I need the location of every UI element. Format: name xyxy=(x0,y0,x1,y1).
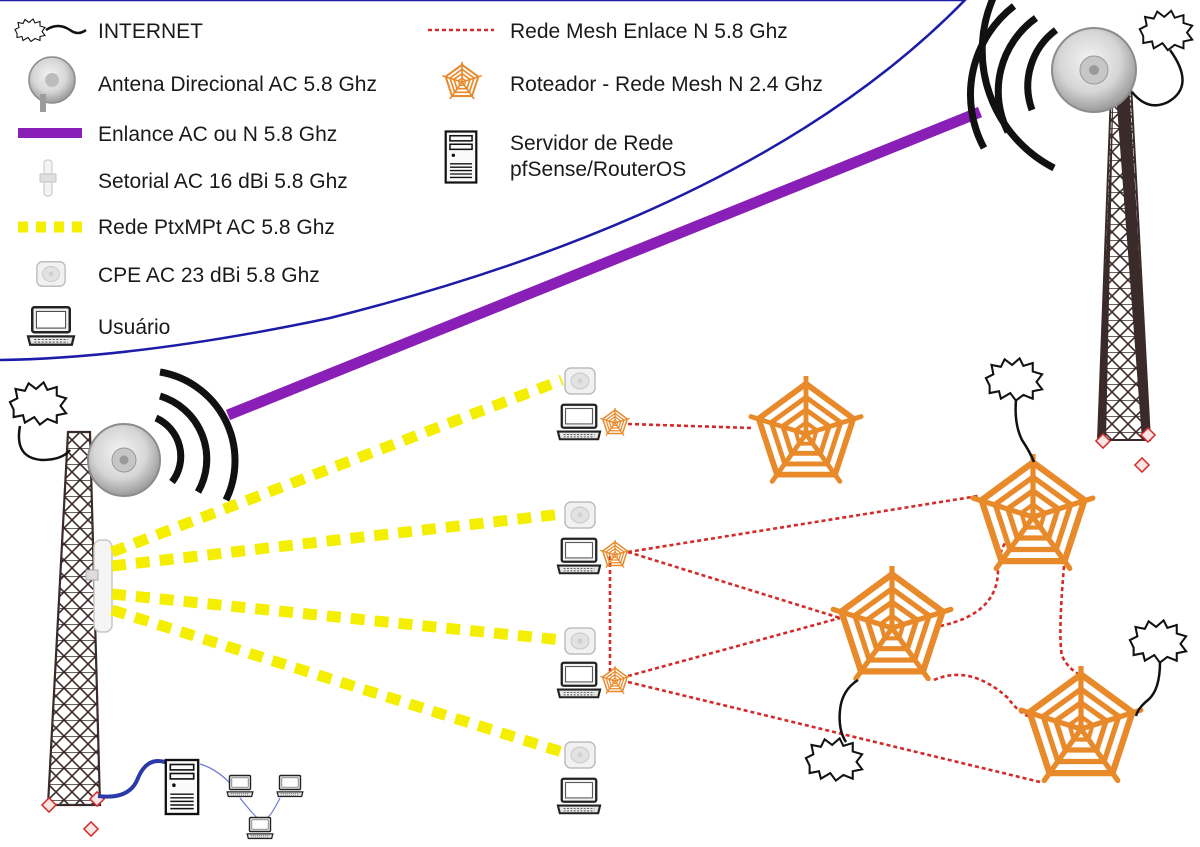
right-tower xyxy=(1094,65,1157,474)
mini-mesh-router-icon xyxy=(600,408,630,436)
mesh-router-top xyxy=(751,376,861,481)
right-signal-waves xyxy=(967,0,1059,172)
legend-cpe-icon xyxy=(36,261,66,287)
cpe-icon xyxy=(564,741,596,769)
legend-label-server: Servidor de Rede xyxy=(510,132,673,155)
legend-sector-antenna-icon xyxy=(39,159,57,197)
mesh-internet-cloud-right xyxy=(1128,619,1188,717)
client-station-3 xyxy=(556,627,630,699)
lan-cables xyxy=(199,763,281,819)
legend-directional-antenna-icon xyxy=(28,56,76,112)
legend-label-directional-antenna: Antena Direcional AC 5.8 Ghz xyxy=(98,73,377,96)
legend-label-cpe: CPE AC 23 dBi 5.8 Ghz xyxy=(98,264,320,287)
right-tower-internet-icon xyxy=(1131,9,1194,107)
tower-to-server-cable xyxy=(97,759,171,799)
left-tower-internet-icon xyxy=(8,381,71,462)
legend-label-internet: INTERNET xyxy=(98,20,203,43)
laptop-icon xyxy=(556,403,602,441)
right-tower-dish-antenna-icon xyxy=(1051,27,1137,113)
lan-laptop-icon xyxy=(226,774,254,798)
ptmp-link-1 xyxy=(110,374,564,558)
mini-mesh-router-icon xyxy=(600,540,630,568)
cpe-icon xyxy=(564,501,596,529)
server-icon xyxy=(164,758,200,816)
laptop-icon xyxy=(556,661,602,699)
laptop-icon xyxy=(556,777,602,815)
legend-label-mesh-router: Roteador - Rede Mesh N 2.4 Ghz xyxy=(510,73,823,96)
laptop-icon xyxy=(556,537,602,575)
mesh-internet-cloud-top xyxy=(984,357,1044,463)
legend-label-user: Usuário xyxy=(98,316,170,339)
legend-label-server-os: pfSense/RouterOS xyxy=(510,158,686,181)
cpe-icon xyxy=(564,627,596,655)
cpe-icon xyxy=(564,367,596,395)
mesh-router-middle xyxy=(833,566,951,679)
backhaul-link xyxy=(225,106,983,421)
legend-internet-icon xyxy=(14,18,87,42)
mesh-links xyxy=(608,422,1085,784)
lan-laptop-icon xyxy=(246,816,274,840)
legend-label-ptmp: Rede PtxMPt AC 5.8 Ghz xyxy=(98,216,335,239)
legend-label-sector-antenna: Setorial AC 16 dBi 5.8 Ghz xyxy=(98,170,348,193)
left-tower-dish-antenna-icon xyxy=(87,423,161,497)
left-tower xyxy=(40,430,106,838)
client-station-1 xyxy=(556,367,630,441)
left-signal-waves xyxy=(154,368,239,502)
ptmp-link-4 xyxy=(110,604,564,758)
legend-panel-border xyxy=(0,0,967,362)
ptmp-link-3 xyxy=(111,588,563,646)
client-station-4 xyxy=(556,741,602,815)
mesh-router-upper-right xyxy=(973,454,1093,568)
lan-laptop-icon xyxy=(276,774,304,798)
mesh-internet-cloud-bottom xyxy=(804,678,864,782)
ptmp-link-2 xyxy=(111,508,563,572)
legend-label-mesh-link: Rede Mesh Enlace N 5.8 Ghz xyxy=(510,20,788,43)
mesh-router-lower-right xyxy=(1021,666,1141,780)
ptmp-links xyxy=(110,374,564,758)
mini-mesh-router-icon xyxy=(600,666,630,694)
client-station-2 xyxy=(556,501,630,575)
legend-laptop-icon xyxy=(26,305,76,347)
legend-label-ac-link: Enlance AC ou N 5.8 Ghz xyxy=(98,123,337,146)
left-sector-antenna-icon xyxy=(85,539,113,633)
legend-server-icon xyxy=(444,130,478,184)
